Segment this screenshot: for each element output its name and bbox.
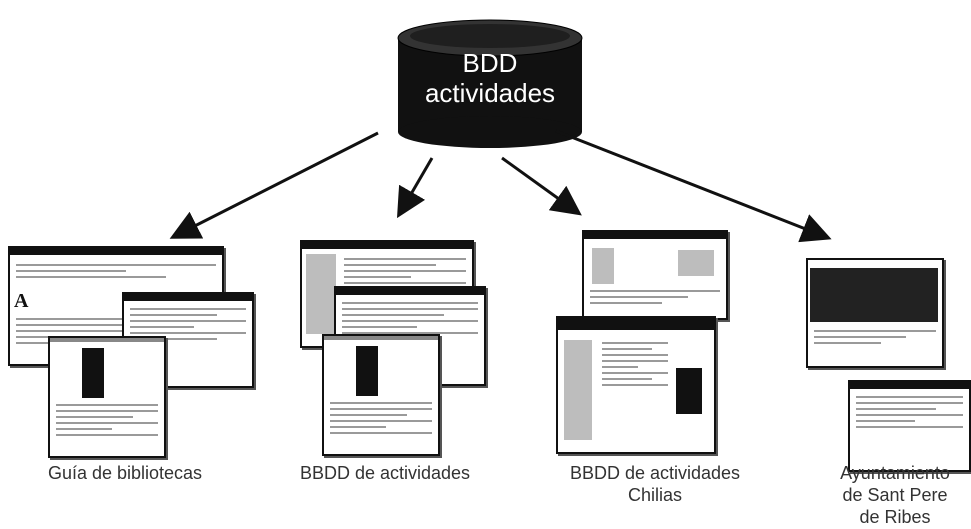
caption-bbdd: BBDD de actividades [299,463,471,483]
screenshot-chilias-back [582,230,728,320]
screenshot-bbdd-front [322,334,440,456]
arrow-to-bbdd [396,157,434,219]
screenshot-chilias-front [556,316,716,454]
screenshot-ayto-back [806,258,944,368]
database-label-line1: BDD [462,48,518,78]
arrow-to-chilias [501,156,582,216]
caption-chilias-line2: Chilias [627,485,683,505]
screenshot-guia-front [48,336,166,458]
caption-ayto-line3: de Ribes [859,507,931,527]
caption-ayto-line2: de Sant Pere [842,485,948,505]
caption-guia: Guía de bibliotecas [47,463,203,483]
database-cylinder-icon [397,19,583,148]
caption-ayto-line1: Ayuntamiento [840,463,950,483]
database-label-line2: actividades [424,78,556,108]
caption-chilias-line1: BBDD de actividades [569,463,741,483]
arrow-to-guia [169,131,379,239]
screenshot-ayto-front [848,380,971,472]
arrow-to-ayto [555,129,832,243]
